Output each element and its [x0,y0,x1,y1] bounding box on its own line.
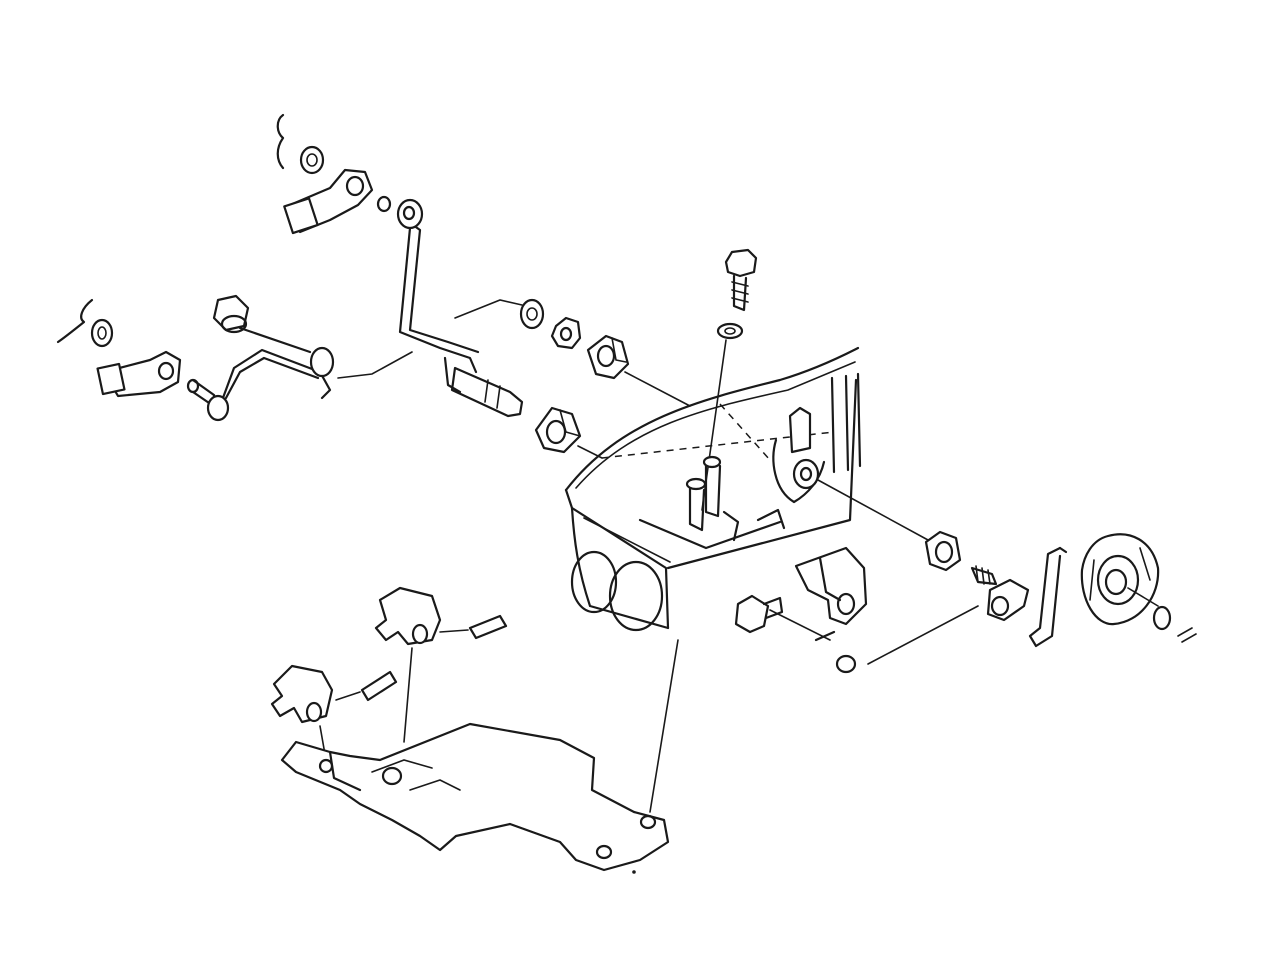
bracket-mount-line [649,639,679,813]
upper-dowel-pin [468,614,508,640]
upper-clip-axis [439,629,469,633]
clamp-axis-line [769,609,831,641]
lower-nut [212,294,250,334]
mounting-bracket [280,722,670,872]
upper-rod-end-joint [283,168,374,235]
cam-follower [772,406,826,504]
right-threaded-stud [970,565,998,586]
lower-rod-end-joint [96,350,182,398]
lower-bushing [534,406,582,454]
right-washer [1152,605,1172,631]
center-nut [550,316,582,350]
upper-bracket-clip [374,586,442,646]
side-clamp [794,546,868,626]
right-spring-clip [835,654,857,674]
bolt [724,248,758,312]
link-line-a [337,351,413,379]
cam-axis-line [817,479,929,541]
link-line-b [454,299,523,319]
bracket-mark [632,870,636,874]
upper-washer [299,145,325,175]
clamp-spring-pin [814,630,836,642]
lower-bracket-clip [270,664,334,724]
upper-cotter-pin [276,113,285,170]
lower-clip-axis [335,691,361,701]
right-bushing [924,530,962,572]
side-screw [734,594,784,634]
right-edge-marks [1177,627,1197,643]
right-drum-assembly [1080,533,1160,626]
axis-line-upper [624,371,691,407]
housing [564,346,862,632]
shift-lever-crank [396,198,524,418]
upper-bushing [586,334,630,380]
lock-washer [716,322,744,340]
right-lever-rod [1028,546,1068,648]
center-washer [519,298,545,330]
right-rod-end-joint [986,578,1030,622]
clip-to-bracket-line-a [403,647,413,743]
lower-dowel-pin [360,670,398,702]
right-axis-line [1127,587,1159,607]
right-link-line [867,605,979,665]
lower-washer [90,318,114,348]
lower-cotter-pin [56,298,94,344]
throttle-lever-crank [206,326,335,422]
upper-pin [376,195,392,213]
